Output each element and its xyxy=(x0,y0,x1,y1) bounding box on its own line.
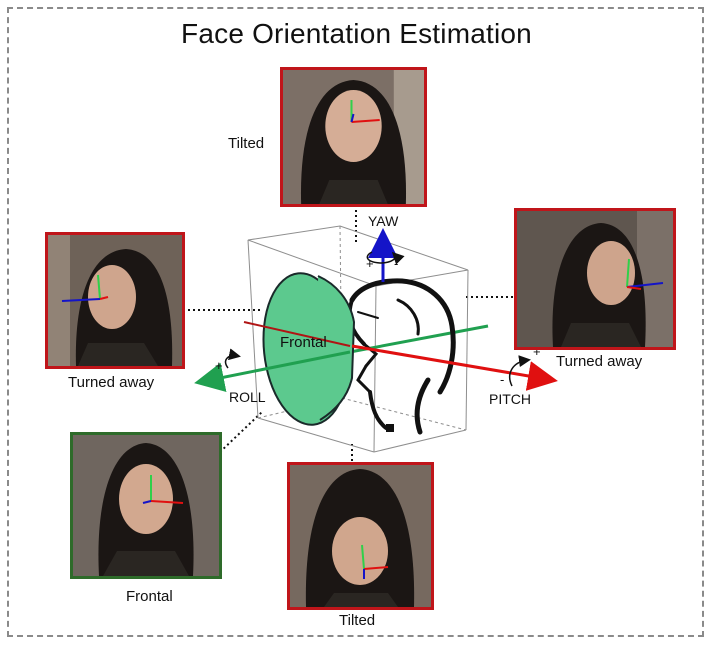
yaw-label: YAW xyxy=(368,213,399,229)
pitch-rotation-icon xyxy=(508,355,531,387)
yaw-minus: - xyxy=(394,256,398,271)
caption-left: Turned away xyxy=(68,374,155,391)
photo-turned-left xyxy=(45,232,185,369)
caption-bottom-left: Frontal xyxy=(126,588,173,605)
pitch-axis-arrow xyxy=(351,344,558,391)
roll-plus: + xyxy=(215,358,223,373)
pose-axes-icon xyxy=(361,544,389,579)
caption-bottom-center: Tilted xyxy=(339,612,376,629)
pose-axes-icon xyxy=(626,258,664,290)
roll-label: ROLL xyxy=(229,389,266,405)
pose-axes-icon xyxy=(61,274,109,302)
pitch-plus: + xyxy=(533,344,541,359)
pitch-axis-back xyxy=(243,321,351,347)
dotted-connectors xyxy=(188,210,514,462)
roll-rotation-icon xyxy=(224,348,241,369)
yaw-plus: + xyxy=(366,256,374,271)
caption-top: Tilted xyxy=(228,135,265,152)
frontal-label: Frontal xyxy=(280,334,327,351)
pitch-minus: - xyxy=(500,372,504,387)
photo-turned-right xyxy=(514,208,676,350)
head-sketch xyxy=(347,278,456,435)
frontal-plane-side xyxy=(317,275,356,421)
figure-title: Face Orientation Estimation xyxy=(181,18,532,49)
photo-tilted-down xyxy=(287,462,434,610)
connector-bottom-left xyxy=(219,411,263,453)
pitch-label: PITCH xyxy=(489,391,531,407)
yaw-rotation-icon xyxy=(366,251,405,265)
dashed-frame xyxy=(7,7,704,637)
roll-axis-back xyxy=(349,324,489,354)
caption-right: Turned away xyxy=(556,353,643,370)
pose-axes-icon xyxy=(142,475,184,504)
pose-axes-icon xyxy=(350,100,380,123)
photo-frontal xyxy=(70,432,222,579)
photo-tilted-up xyxy=(280,67,427,207)
roll-axis-arrow xyxy=(194,350,351,393)
